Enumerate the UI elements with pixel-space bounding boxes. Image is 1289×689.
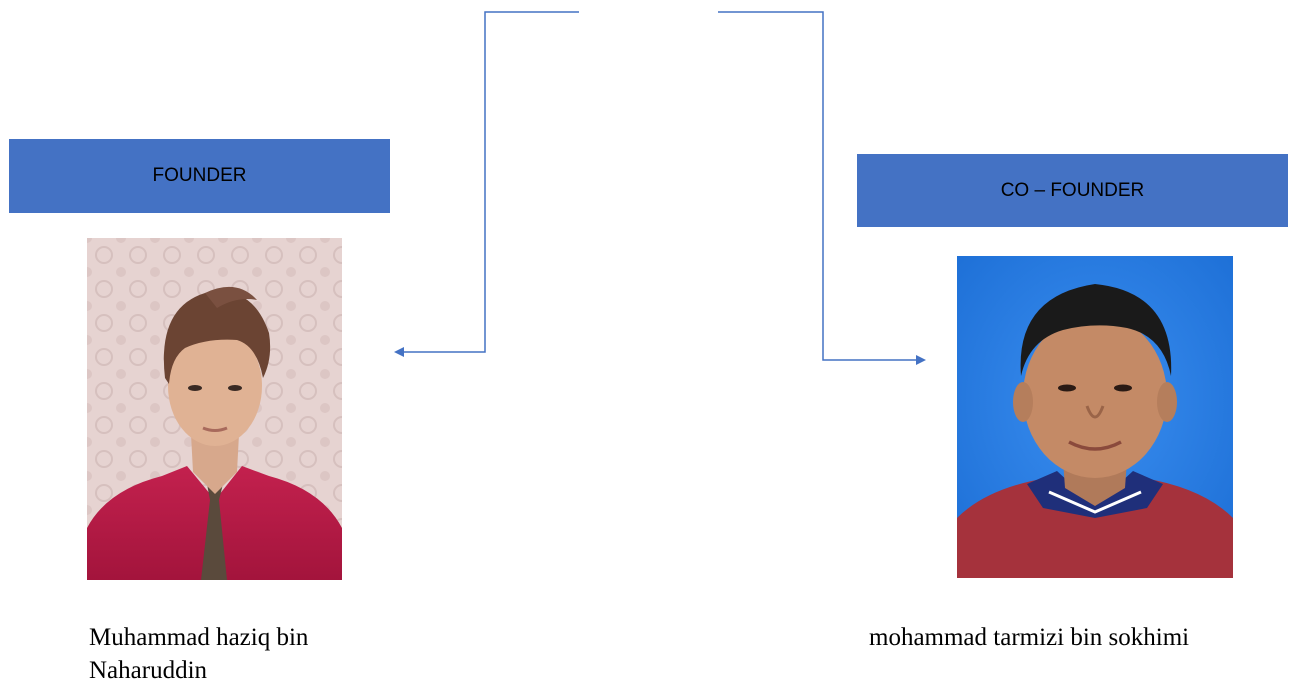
founder-role-label: FOUNDER (152, 165, 247, 186)
founder-photo (87, 238, 342, 580)
cofounder-name: mohammad tarmizi bin sokhimi (869, 624, 1190, 651)
founder-name: Muhammad haziq bin Naharuddin (89, 621, 409, 687)
cofounder-photo (957, 256, 1233, 578)
founder-portrait-image (87, 238, 342, 580)
cofounder-role-box: CO – FOUNDER (857, 154, 1288, 227)
connector-to-cofounder (718, 11, 926, 365)
founder-name-line2: Naharuddin (89, 657, 208, 684)
cofounder-role-label: CO – FOUNDER (1000, 179, 1145, 201)
founder-role-box: FOUNDER (9, 139, 390, 213)
cofounder-portrait-image (957, 256, 1233, 578)
connector-to-founder (394, 11, 579, 357)
founder-name-line1: Muhammad haziq bin (89, 624, 309, 651)
